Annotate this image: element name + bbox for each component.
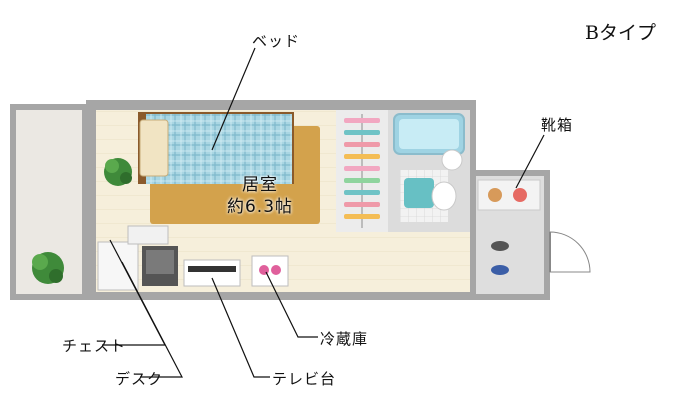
label-fridge: 冷蔵庫 [320, 330, 369, 348]
label-shoe-box: 靴箱 [541, 116, 574, 134]
entrance [470, 170, 591, 300]
room-name: 居室 約6.3帖 [220, 174, 300, 218]
sink [441, 149, 463, 171]
bath-mat [404, 178, 434, 208]
plan-type-title: Bタイプ [585, 22, 656, 44]
fridge [251, 255, 289, 287]
label-desk: デスク [115, 370, 164, 388]
bathroom [388, 110, 470, 232]
label-bed: ベッド [252, 32, 301, 50]
pillow [139, 119, 169, 177]
room-name-label: 居室 [242, 175, 278, 195]
shoe-box [477, 179, 541, 211]
leader-lines [102, 47, 545, 378]
label-chest: チェスト [62, 337, 127, 355]
room-size-label: 約6.3帖 [226, 197, 294, 217]
furniture-bottom [97, 225, 289, 291]
balcony [10, 104, 88, 300]
bed [138, 112, 294, 184]
plant-icon [32, 158, 132, 284]
toilet [431, 181, 457, 211]
label-tv-stand: テレビ台 [272, 370, 337, 388]
tv-stand [183, 259, 241, 287]
closet [336, 110, 388, 232]
